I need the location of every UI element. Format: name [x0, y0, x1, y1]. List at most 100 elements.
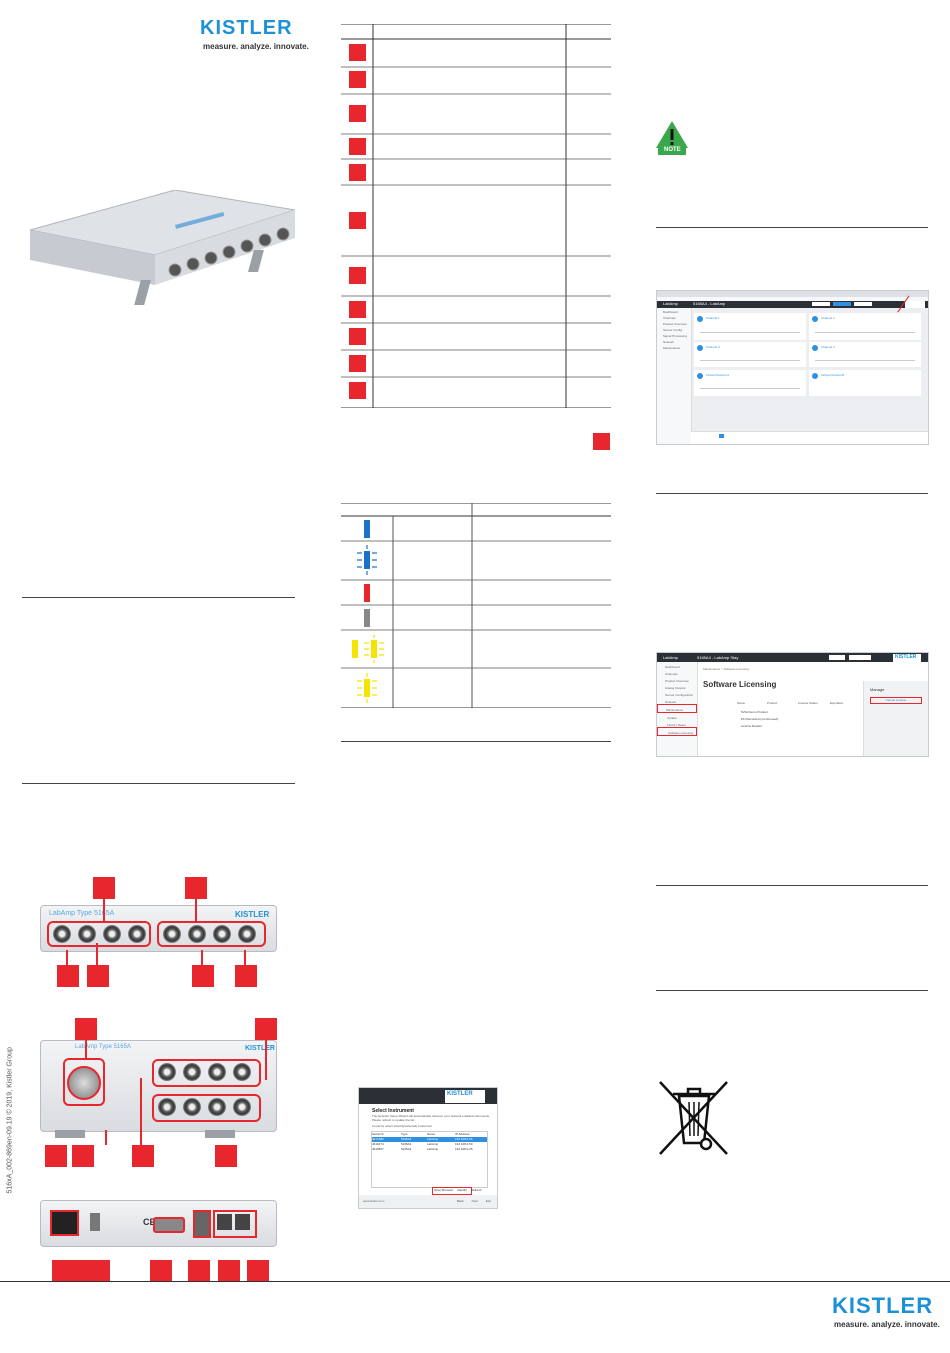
callout-marker: [72, 1145, 94, 1167]
note-label: NOTE: [664, 147, 681, 153]
callout-marker: [52, 1260, 74, 1282]
top-label: LabAmp Type 5165A: [75, 1044, 131, 1050]
marker: [349, 267, 366, 284]
lic-sidebar-item[interactable]: Product Overview: [665, 679, 689, 683]
sidebar-item[interactable]: Signal Processing: [663, 334, 688, 338]
select-description: The Network Setup Wizard will automatica…: [372, 1114, 490, 1122]
channel-card: Channel 1: [694, 313, 806, 340]
brand-tagline-top: measure. analyze. innovate.: [203, 42, 309, 51]
channel-card: Channel 3: [694, 342, 806, 367]
sidebar-item[interactable]: Network: [663, 340, 675, 344]
led-status-table: [341, 502, 611, 709]
webui-title: 5165A4 - LabAmp: [693, 301, 726, 306]
callout-marker: [215, 1145, 237, 1167]
webui-dashboard-screenshot: LabAmp 5165A4 - LabAmp Dashboard Channel…: [656, 290, 929, 445]
divider: [656, 885, 928, 886]
select-logo: KISTLER: [447, 1091, 473, 1097]
callout-marker: [218, 1260, 240, 1282]
lic-sidebar-item[interactable]: Dashboard: [665, 665, 680, 669]
lic-sidebar-item[interactable]: Maintenance: [657, 704, 697, 713]
callout-marker: [132, 1145, 154, 1167]
software-licensing-screenshot: LabAmp 5165A4 - LabAmp Stay KISTLER Dash…: [656, 652, 929, 757]
callout-marker: [185, 877, 207, 899]
next-button[interactable]: Next: [471, 1199, 478, 1203]
upload-license-button[interactable]: Upload License: [870, 697, 922, 704]
marker: [349, 382, 366, 399]
exit-button[interactable]: Exit: [485, 1199, 491, 1203]
warning-note-icon: NOTE: [655, 120, 689, 156]
cell: LabAmp: [427, 1147, 439, 1151]
open-browser-button[interactable]: Open Browser: [434, 1188, 454, 1192]
cell: LabAmp: [427, 1137, 439, 1141]
cell: LabAmp: [427, 1142, 439, 1146]
lic-col: Name: [737, 701, 746, 705]
lic-breadcrumb: Maintenance > Software Licensing: [703, 667, 749, 671]
channel-card: Channel 2: [809, 313, 921, 340]
cell: 5165A4: [401, 1147, 412, 1151]
lic-logo: KISTLER: [895, 654, 917, 660]
divider: [656, 227, 928, 228]
channel-label: Channel 1: [706, 316, 720, 320]
brand-logo-top: KISTLER: [200, 17, 293, 39]
channel-label: Channel 2: [821, 316, 835, 320]
lic-row: License Reader: [741, 724, 763, 728]
marker: [349, 138, 366, 155]
lic-sidebar-item[interactable]: Update: [667, 716, 677, 720]
sidebar-item[interactable]: Maintenance: [663, 346, 681, 350]
marker: [593, 433, 610, 450]
channel-card: Virtual Channel A: [694, 370, 806, 396]
document-id-vertical: 516xA_002-869en-09.19 © 2019, Kistler Gr…: [6, 1047, 14, 1194]
top-brand-small: KISTLER: [245, 1045, 275, 1052]
divider: [341, 741, 611, 742]
marker: [349, 301, 366, 318]
brand-tagline-bottom: measure. analyze. innovate.: [834, 1320, 940, 1329]
cell: 5165A4: [401, 1137, 412, 1141]
footer-divider: [0, 1281, 950, 1282]
callout-marker: [93, 877, 115, 899]
lic-sidebar-item[interactable]: Network: [665, 700, 677, 704]
cell: 4617282: [372, 1137, 384, 1141]
lic-col: Product: [767, 701, 778, 705]
cell: 192.168.0.25: [455, 1147, 473, 1151]
lic-sidebar-item[interactable]: Sensor Configuration: [665, 693, 694, 697]
lic-row: 5x5A Demo Product: [741, 710, 768, 714]
refresh-button[interactable]: Refresh: [470, 1188, 482, 1192]
back-button[interactable]: Back: [457, 1199, 464, 1203]
product-photo: [25, 189, 300, 315]
lic-col: License Status: [798, 701, 818, 705]
callout-marker: [45, 1145, 67, 1167]
divider: [656, 493, 928, 494]
callout-marker: [192, 965, 214, 987]
select-instrument-screenshot: KISTLER Select Instrument The Network Se…: [358, 1087, 498, 1209]
lic-sidebar-item[interactable]: Factory Reset: [667, 723, 686, 727]
top-view-figure: LabAmp Type 5165A KISTLER: [35, 1018, 285, 1168]
sidebar-item[interactable]: Dashboard: [663, 310, 678, 314]
select-heading: Select Instrument: [372, 1108, 414, 1114]
channel-label: Channel 4: [821, 345, 835, 349]
col-header: IP Address: [455, 1132, 470, 1136]
lic-sidebar-item[interactable]: Software Licensing: [657, 727, 697, 736]
marker: [349, 164, 366, 181]
channel-card: Virtual Channel B: [809, 370, 921, 396]
sidebar-item[interactable]: Sensor Config: [663, 328, 683, 332]
cell: 192.168.0.66: [455, 1137, 473, 1141]
cell: 192.168.0.50: [455, 1142, 473, 1146]
lic-sidebar-item[interactable]: Channels: [665, 672, 678, 676]
divider: [22, 597, 295, 598]
lic-heading: Software Licensing: [703, 680, 777, 689]
select-checkbox: Currently select (identify/selected) ins…: [372, 1124, 433, 1128]
footer-link[interactable]: www.kistler.com: [363, 1199, 385, 1203]
identify-button[interactable]: Identify: [457, 1188, 467, 1192]
channel-label: Virtual Channel B: [821, 373, 845, 377]
lic-title: 5165A4 - LabAmp Stay: [697, 655, 739, 660]
callout-marker: [88, 1260, 110, 1282]
front-brand-small: KISTLER: [235, 910, 270, 919]
cell: 4616474: [372, 1142, 384, 1146]
sidebar-item[interactable]: Product Overview: [663, 322, 687, 326]
col-header: Serial Nr.: [372, 1132, 385, 1136]
lic-col: Expiration: [830, 701, 844, 705]
lic-sidebar-item[interactable]: Analog Outputs: [665, 686, 686, 690]
callout-marker: [235, 965, 257, 987]
sidebar-item[interactable]: Channels: [663, 316, 676, 320]
callout-marker: [255, 1018, 277, 1040]
